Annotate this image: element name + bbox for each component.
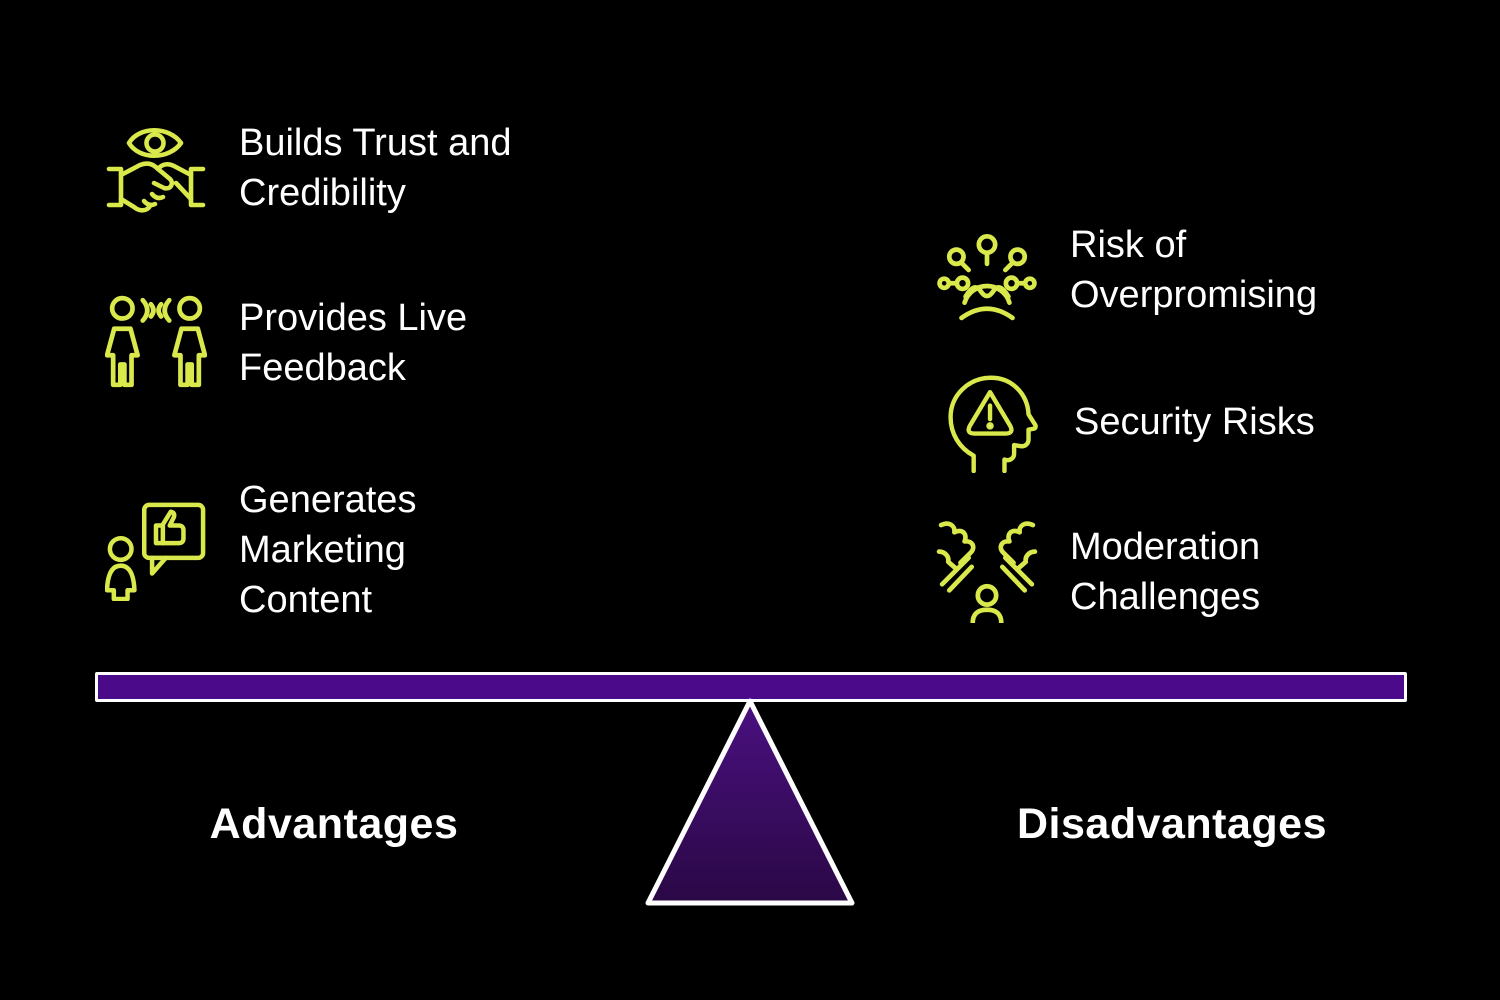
disadvantage-text: Risk of Overpromising xyxy=(1070,224,1318,316)
advantage-item: Builds Trust and Credibility xyxy=(105,114,511,222)
person-like-speech-bubble-icon xyxy=(105,499,207,601)
eye-handshake-trust-icon xyxy=(105,117,207,219)
person-attention-rays-icon xyxy=(936,219,1038,321)
advantage-item: Provides Live Feedback xyxy=(105,294,467,392)
disadvantage-text: Security Risks xyxy=(1074,401,1315,443)
disadvantage-item: Security Risks xyxy=(940,371,1315,473)
advantage-item: Generates Marketing Content xyxy=(105,479,416,621)
balance-fulcrum xyxy=(645,698,855,906)
advantage-text: Builds Trust and Credibility xyxy=(239,122,512,214)
disadvantages-label: Disadvantages xyxy=(1016,800,1328,848)
disadvantage-text: Moderation Challenges xyxy=(1070,526,1261,618)
disadvantage-item: Moderation Challenges xyxy=(936,520,1260,624)
disadvantage-item: Risk of Overpromising xyxy=(936,219,1318,321)
advantages-label: Advantages xyxy=(209,800,459,848)
people-conversation-icon xyxy=(105,292,207,394)
pointing-blame-person-icon xyxy=(936,521,1038,623)
advantage-text: Generates Marketing Content xyxy=(239,479,417,621)
advantage-text: Provides Live Feedback xyxy=(239,297,468,389)
head-warning-triangle-icon xyxy=(940,371,1042,473)
